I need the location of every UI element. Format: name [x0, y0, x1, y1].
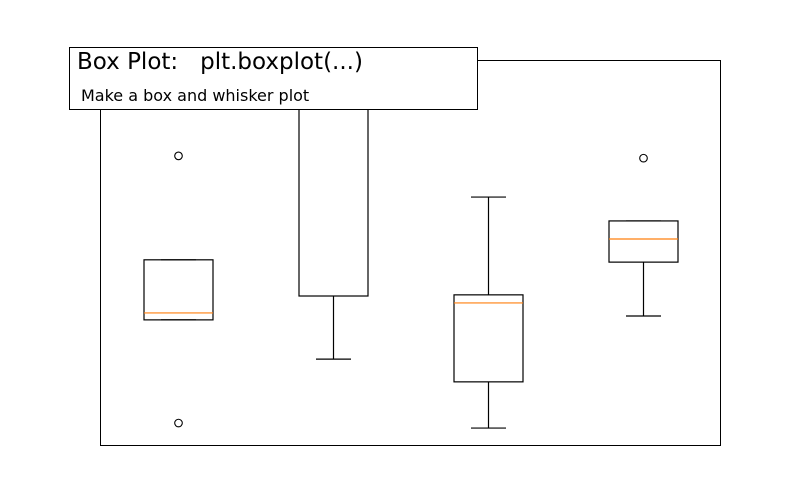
box-3 — [453, 294, 524, 383]
chart-title: Box Plot: plt.boxplot(...) — [77, 49, 363, 75]
box-2 — [298, 89, 369, 297]
outlier-1-1 — [174, 151, 183, 161]
box-4 — [608, 220, 679, 263]
outlier-4-1 — [639, 153, 648, 163]
title-box: Box Plot: plt.boxplot(...) Make a box an… — [69, 47, 478, 110]
outlier-1-2 — [174, 418, 183, 428]
axes-frame — [100, 60, 721, 446]
chart-subtitle: Make a box and whisker plot — [81, 86, 310, 105]
box-1 — [143, 259, 214, 321]
